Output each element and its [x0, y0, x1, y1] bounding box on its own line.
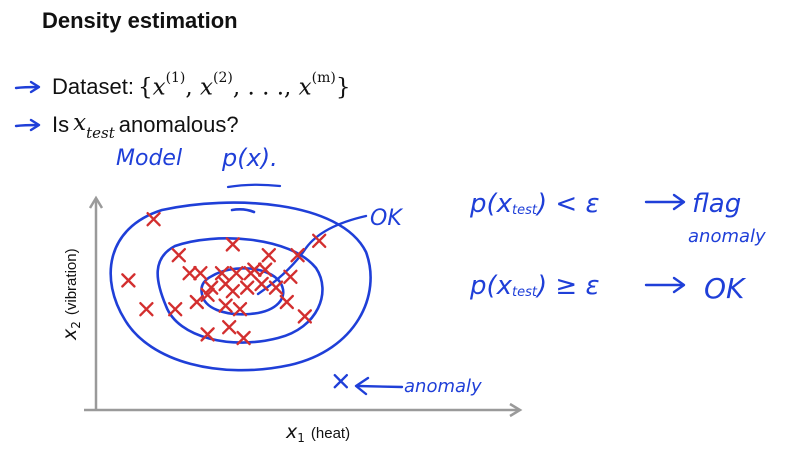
data-point	[146, 212, 161, 227]
rule1-result: flag	[692, 189, 741, 219]
data-point	[139, 302, 154, 317]
data-point	[247, 262, 262, 277]
math-comma-2: ,	[232, 74, 241, 101]
data-point	[218, 298, 233, 313]
rule1-lhs: p(xtest) < ε	[469, 189, 600, 219]
data-point	[297, 309, 312, 324]
data-point	[254, 276, 269, 292]
math-x1: x	[152, 74, 166, 101]
math-x2: x	[200, 74, 214, 101]
anomaly-arrow-line	[356, 384, 404, 389]
ok-pointer-line	[256, 214, 368, 296]
data-point	[225, 284, 240, 299]
rule2-arrowhead	[672, 276, 686, 294]
contour-middle	[156, 237, 324, 344]
annotation-anomaly: anomaly	[404, 376, 482, 397]
data-point	[290, 248, 305, 263]
right-arrow-icon	[14, 80, 41, 94]
right-arrow-icon	[14, 118, 41, 132]
data-point	[236, 330, 251, 346]
data-point	[283, 269, 298, 284]
y-axis-label-unit: (vibration)	[63, 248, 80, 315]
x-axis-label-unit: (heat)	[311, 425, 350, 442]
bullet-is-text: Is	[52, 112, 70, 137]
y-axis-label-sub: 2	[69, 321, 83, 329]
data-point	[258, 262, 273, 277]
data-point	[168, 302, 183, 317]
contour-outer	[109, 201, 372, 372]
data-point	[261, 248, 276, 263]
contour-top-tick	[230, 208, 256, 214]
rule-ok: p(xtest) ≥ ε OK	[469, 271, 747, 305]
math-x-test-sub: test	[86, 123, 115, 142]
data-point	[218, 276, 233, 292]
data-point	[229, 266, 244, 281]
rule-flag-anomaly: p(xtest) < ε flag anomaly	[469, 189, 766, 247]
data-point	[200, 327, 215, 342]
x-axis-label: x1 (heat)	[285, 421, 350, 445]
math-xm: x	[298, 74, 312, 101]
rule2-lhs: p(xtest) ≥ ε	[469, 271, 600, 301]
rule2-op: ) ≥ ε	[535, 271, 600, 301]
data-point	[182, 266, 197, 281]
data-point	[204, 280, 219, 295]
px-underline	[226, 183, 282, 189]
rule1-lhs-text: p(x	[469, 189, 513, 219]
data-point	[225, 237, 240, 252]
rule2-sub: test	[512, 285, 538, 300]
math-comma-1: ,	[185, 74, 193, 101]
annotation-model: Model	[116, 146, 182, 171]
axes	[84, 195, 523, 418]
anomaly-point	[333, 374, 348, 389]
rule1-arrowhead	[672, 193, 686, 211]
annotation-px: p(x).	[221, 144, 278, 172]
dataset-set-notation: {x(1), x(2), . . ., x(m)}	[137, 70, 351, 101]
data-point	[222, 320, 237, 335]
density-contours	[109, 201, 372, 372]
slide-title: Density estimation	[42, 8, 238, 33]
rule1-sub: test	[512, 203, 538, 218]
x-axis-label-sub: 1	[297, 431, 305, 445]
data-point	[200, 287, 215, 302]
rule2-result: OK	[704, 272, 747, 305]
annotation-ok: OK	[370, 206, 403, 231]
data-point	[214, 266, 230, 281]
y-axis-label-var: x	[59, 328, 81, 341]
data-point	[193, 266, 208, 281]
data-points	[121, 212, 348, 389]
x-axis-arrowhead	[509, 402, 523, 418]
y-axis-arrowhead	[88, 195, 104, 209]
data-point	[121, 273, 136, 288]
anomaly-arrowhead	[354, 376, 370, 396]
data-point	[243, 266, 258, 281]
math-comma-3: ,	[284, 74, 292, 101]
math-sup-m: (m)	[311, 69, 336, 86]
set-open-brace: {	[137, 74, 153, 101]
data-point	[232, 302, 248, 317]
y-axis-label: x2 (vibration)	[59, 248, 83, 341]
x-test-notation: xtest	[73, 110, 115, 142]
set-close-brace: }	[335, 74, 351, 101]
math-dots: . . .	[247, 74, 285, 101]
rule1-result-2: anomaly	[688, 226, 766, 247]
math-sup-1: (1)	[165, 69, 186, 86]
data-point	[171, 248, 186, 263]
bullet-is-anomalous: Is xtest anomalous?	[14, 108, 239, 142]
contour-inner	[200, 266, 285, 316]
data-point	[279, 294, 294, 310]
rule1-op: ) < ε	[535, 189, 600, 219]
x-axis-label-var: x	[285, 421, 298, 443]
math-x-test-var: x	[73, 110, 87, 137]
data-point	[240, 280, 255, 295]
rule2-lhs-text: p(x	[469, 271, 513, 301]
data-point	[189, 294, 204, 310]
bullet-dataset: Dataset: {x(1), x(2), . . ., x(m)}	[14, 70, 355, 104]
data-point	[312, 233, 327, 248]
bullet-anomalous-text: anomalous?	[118, 112, 239, 137]
math-sup-2: (2)	[213, 69, 233, 86]
bullet-dataset-text: Dataset:	[52, 74, 134, 99]
data-point	[268, 280, 284, 295]
